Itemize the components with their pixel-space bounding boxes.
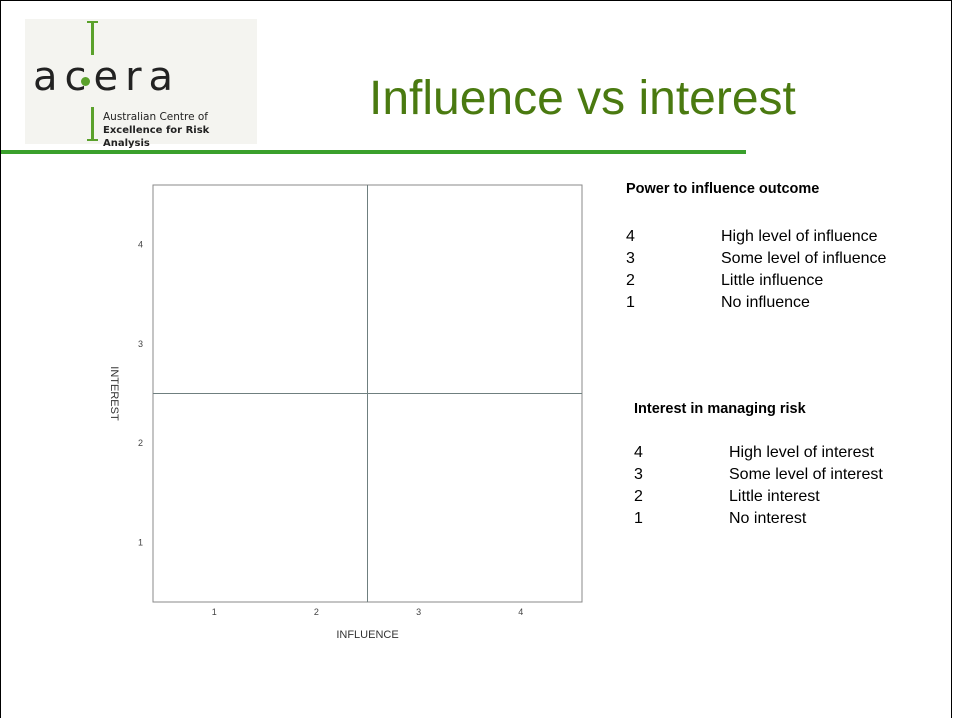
legend-interest-item-label: Little interest	[729, 488, 820, 505]
legend-influence-item-label: Some level of influence	[721, 250, 887, 267]
legend-interest-item-value: 4	[634, 444, 643, 461]
logo-bar-top	[87, 21, 98, 55]
x-tick-label: 2	[314, 607, 319, 617]
y-tick-label: 3	[138, 339, 143, 349]
x-tick-label: 3	[416, 607, 421, 617]
legend-influence-heading: Power to influence outcome	[626, 181, 820, 197]
logo-subtitle: Australian Centre of Excellence for Risk…	[103, 111, 257, 150]
x-tick-label: 4	[518, 607, 523, 617]
logo-subtitle-line2: Excellence for Risk Analysis	[103, 125, 210, 149]
logo-dot	[81, 77, 90, 86]
y-tick-label: 4	[138, 240, 143, 250]
acera-logo: acera Australian Centre of Excellence fo…	[25, 19, 257, 149]
title-underline	[1, 150, 746, 154]
y-axis-label: INTEREST	[108, 366, 120, 421]
logo-bar-bottom	[87, 107, 98, 141]
x-tick-label: 1	[212, 607, 217, 617]
legend-influence-item-value: 1	[626, 294, 635, 311]
logo-wordmark: acera	[33, 54, 181, 100]
legend-influence-item-value: 4	[626, 228, 635, 245]
logo-subtitle-line1: Australian Centre of	[103, 111, 209, 123]
legend-influence-item-label: No influence	[721, 294, 810, 311]
legend-interest-item-label: High level of interest	[729, 444, 874, 461]
legend-interest-item-value: 1	[634, 510, 643, 527]
legend-interest-item-label: No interest	[729, 510, 807, 527]
legend-interest-item-value: 2	[634, 488, 643, 505]
legend-interest-item-value: 3	[634, 466, 643, 483]
legend-influence-item-value: 3	[626, 250, 635, 267]
legend-interest-item-label: Some level of interest	[729, 466, 883, 483]
legend-interest-heading: Interest in managing risk	[634, 401, 806, 417]
x-axis-label: INFLUENCE	[336, 629, 398, 641]
y-tick-label: 2	[138, 438, 143, 448]
legend-influence-item-label: Little influence	[721, 272, 824, 289]
legend-influence-item-value: 2	[626, 272, 635, 289]
y-tick-label: 1	[138, 537, 143, 547]
slide-title: Influence vs interest	[369, 72, 796, 125]
legend-influence-item-label: High level of influence	[721, 228, 878, 245]
